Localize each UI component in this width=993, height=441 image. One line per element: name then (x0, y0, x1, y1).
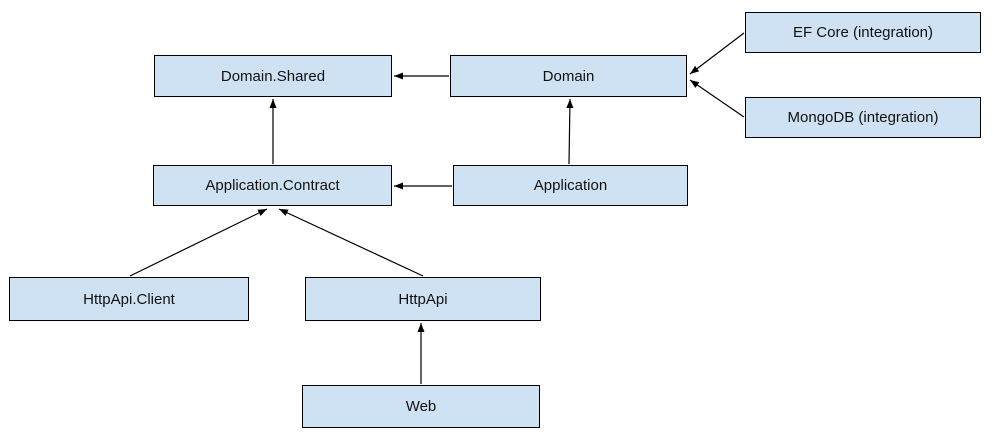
node-domain: Domain (450, 55, 687, 97)
node-label: EF Core (integration) (792, 24, 934, 41)
node-label: HttpApi.Client (83, 290, 175, 308)
node-application-contract: Application.Contract (153, 165, 392, 206)
node-web: Web (302, 385, 540, 428)
node-domain-shared: Domain.Shared (154, 55, 392, 97)
node-label: HttpApi (398, 290, 448, 308)
node-ef-core-integration: EF Core (integration) (745, 12, 981, 53)
node-label: MongoDB (integration) (787, 109, 939, 126)
node-label: Web (405, 398, 437, 415)
edge-mongodb-to-domain (689, 79, 745, 118)
node-mongodb-integration: MongoDB (integration) (745, 97, 981, 138)
node-label: Application (533, 177, 608, 194)
edge-application-to-domain (566, 98, 574, 165)
node-label: Domain (542, 67, 595, 85)
edge-ef-core-to-domain (689, 32, 745, 75)
edge-httpapi-to-application-contract (278, 208, 424, 277)
node-label: Application.Contract (205, 177, 340, 194)
edge-httpapi-client-to-application-contract (129, 208, 268, 277)
node-application: Application (453, 165, 688, 206)
node-httpapi: HttpApi (305, 277, 541, 321)
node-httpapi-client: HttpApi.Client (9, 277, 249, 321)
node-label: Domain.Shared (220, 67, 326, 85)
